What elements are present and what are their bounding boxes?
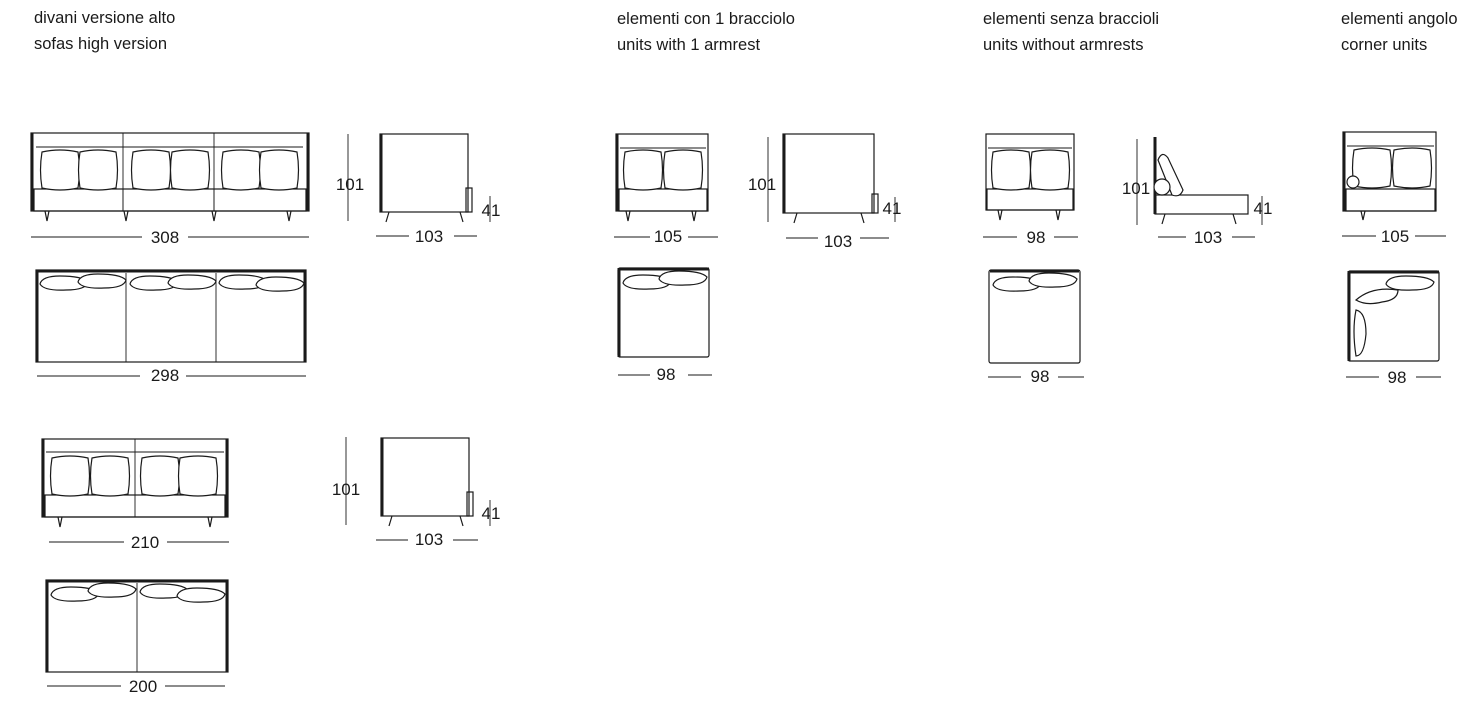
- sofa-3-seat-front-view: 308: [30, 132, 310, 247]
- heading-one-arm-en: units with 1 armrest: [617, 36, 761, 54]
- dim-no-arm-height: 101: [1122, 179, 1150, 198]
- dim-sofa3-top-width: 298: [151, 366, 179, 385]
- dim-one-arm-top-width: 98: [657, 365, 676, 384]
- heading-high-version: divani versione alto sofas high version: [34, 5, 175, 57]
- heading-corner-it: elementi angolo: [1341, 10, 1458, 28]
- sofa-3-seat-top-view: 298: [35, 269, 307, 385]
- heading-no-armrests: elementi senza braccioli units without a…: [983, 6, 1159, 58]
- heading-no-arm-en: units without armrests: [983, 36, 1144, 54]
- one-arm-front-view: 105: [614, 133, 718, 246]
- one-arm-side-view: 101 41 103: [748, 133, 902, 251]
- sofa-3-seat-side-view: 101 41 103: [336, 133, 501, 246]
- dim-no-arm-front-width: 98: [1027, 228, 1046, 247]
- dim-sofa3-seat: 41: [482, 201, 501, 220]
- heading-one-armrest: elementi con 1 bracciolo units with 1 ar…: [617, 6, 795, 58]
- dim-corner-top-width: 98: [1388, 368, 1407, 387]
- no-arm-front-view: 98: [983, 133, 1078, 247]
- dim-no-arm-seat: 41: [1254, 199, 1273, 218]
- dim-sofa2-height: 101: [332, 480, 360, 499]
- dim-no-arm-depth: 103: [1194, 228, 1222, 247]
- dim-sofa2-seat: 41: [482, 504, 501, 523]
- heading-corner-en: corner units: [1341, 36, 1428, 54]
- dim-sofa3-height: 101: [336, 175, 364, 194]
- sofa-2-seat-front-view: 210: [41, 438, 229, 552]
- dim-sofa2-depth: 103: [415, 530, 443, 549]
- dim-one-arm-height: 101: [748, 175, 776, 194]
- dim-one-arm-front-width: 105: [654, 227, 682, 246]
- one-arm-top-view: 98: [617, 267, 712, 384]
- dim-sofa3-front-width: 308: [151, 228, 179, 247]
- no-arm-side-view: 101 41 103: [1122, 137, 1273, 247]
- heading-high-it: divani versione alto: [34, 9, 176, 27]
- heading-one-arm-it: elementi con 1 bracciolo: [617, 10, 795, 28]
- sofa-2-seat-side-view: 101 41 103: [332, 437, 501, 549]
- dim-sofa3-depth: 103: [415, 227, 443, 246]
- heading-no-arm-it: elementi senza braccioli: [983, 10, 1160, 28]
- heading-high-en: sofas high version: [34, 35, 167, 53]
- no-arm-top-view: 98: [988, 269, 1084, 386]
- heading-corner-units: elementi angolo corner units: [1341, 6, 1458, 58]
- sofa-2-seat-top-view: 200: [45, 579, 229, 696]
- dim-no-arm-top-width: 98: [1031, 367, 1050, 386]
- dim-sofa2-top-width: 200: [129, 677, 157, 696]
- dim-one-arm-seat: 41: [883, 199, 902, 218]
- corner-front-view: 105: [1342, 131, 1446, 246]
- dim-sofa2-front-width: 210: [131, 533, 159, 552]
- dim-one-arm-depth: 103: [824, 232, 852, 251]
- dim-corner-front-width: 105: [1381, 227, 1409, 246]
- corner-top-view: 98: [1346, 270, 1441, 387]
